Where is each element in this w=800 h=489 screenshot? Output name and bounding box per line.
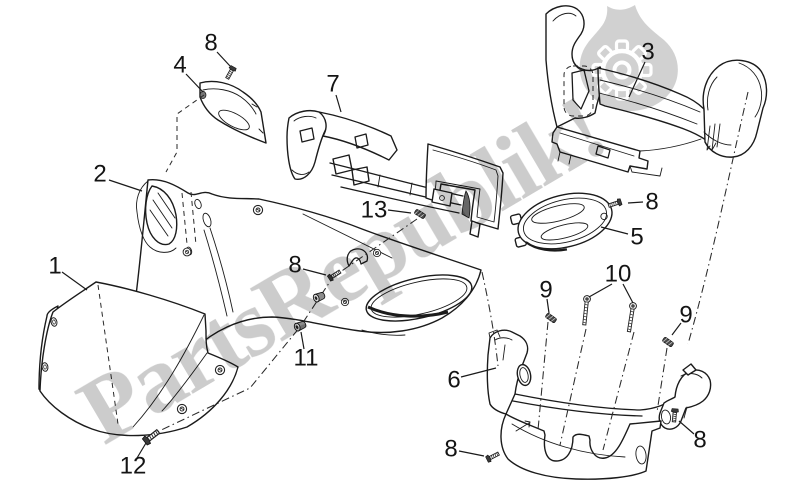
part-7-instrument-support [286,109,504,238]
partsrepublik-logo [579,5,678,112]
callout-leader-11 [300,331,305,350]
callout-leader-8 [678,420,695,435]
screw-10-right [625,301,638,333]
callout-leader-2 [108,179,143,192]
callout-leader-8 [458,450,485,457]
callout-label-10[interactable]: 10 [605,261,632,288]
callout-label-4[interactable]: 4 [173,52,186,79]
droplet-shape [579,5,678,112]
part-4-small-lid [199,80,267,144]
callout-label-9[interactable]: 9 [679,302,692,329]
part-1-front-panel [38,281,239,437]
callout-label-2[interactable]: 2 [93,161,106,188]
callout-label-3[interactable]: 3 [641,39,654,66]
callout-label-11[interactable]: 11 [294,345,319,372]
callout-leader-13 [387,209,412,214]
callout-leader-3 [628,61,646,98]
callout-leader-9 [546,298,550,314]
callout-leader-8 [216,51,231,67]
callout-label-8[interactable]: 8 [204,30,217,57]
callout-label-13[interactable]: 13 [361,197,388,224]
pin-9-left [544,312,558,324]
screw-10-left [580,294,592,326]
callout-leader-9 [671,322,682,336]
gear-icon [591,39,653,101]
callout-leader-7 [335,94,342,113]
callout-label-1[interactable]: 1 [48,253,61,280]
screw-8-top [223,64,238,81]
callout-label-5[interactable]: 5 [630,224,643,251]
callout-leader-6 [460,367,497,378]
screw-8-cover [607,197,623,210]
callout-leader-12 [136,442,147,459]
callout-label-9[interactable]: 9 [539,277,552,304]
callout-label-6[interactable]: 6 [447,367,460,394]
callout-leader-8 [302,268,327,276]
callout-label-8[interactable]: 8 [288,252,301,279]
callout-label-8[interactable]: 8 [693,427,706,454]
callout-label-8[interactable]: 8 [444,436,457,463]
callout-label-12[interactable]: 12 [120,453,147,480]
callout-leader-4 [185,73,204,93]
callout-leader-8 [627,201,644,204]
callout-label-7[interactable]: 7 [326,71,339,98]
callout-leader-10 [622,283,634,304]
alignment-axes [154,91,749,451]
callout-leader-10 [588,283,613,298]
pin-9-right [661,336,675,348]
part-2-front-cover [125,178,482,433]
callout-leader-5 [600,226,629,235]
screw-8-bracket-left [484,449,501,464]
part-6-lower-bracket [486,329,712,480]
callout-label-8[interactable]: 8 [645,189,658,216]
callout-leader-1 [61,271,88,291]
part-5-oval-cover [509,192,613,252]
